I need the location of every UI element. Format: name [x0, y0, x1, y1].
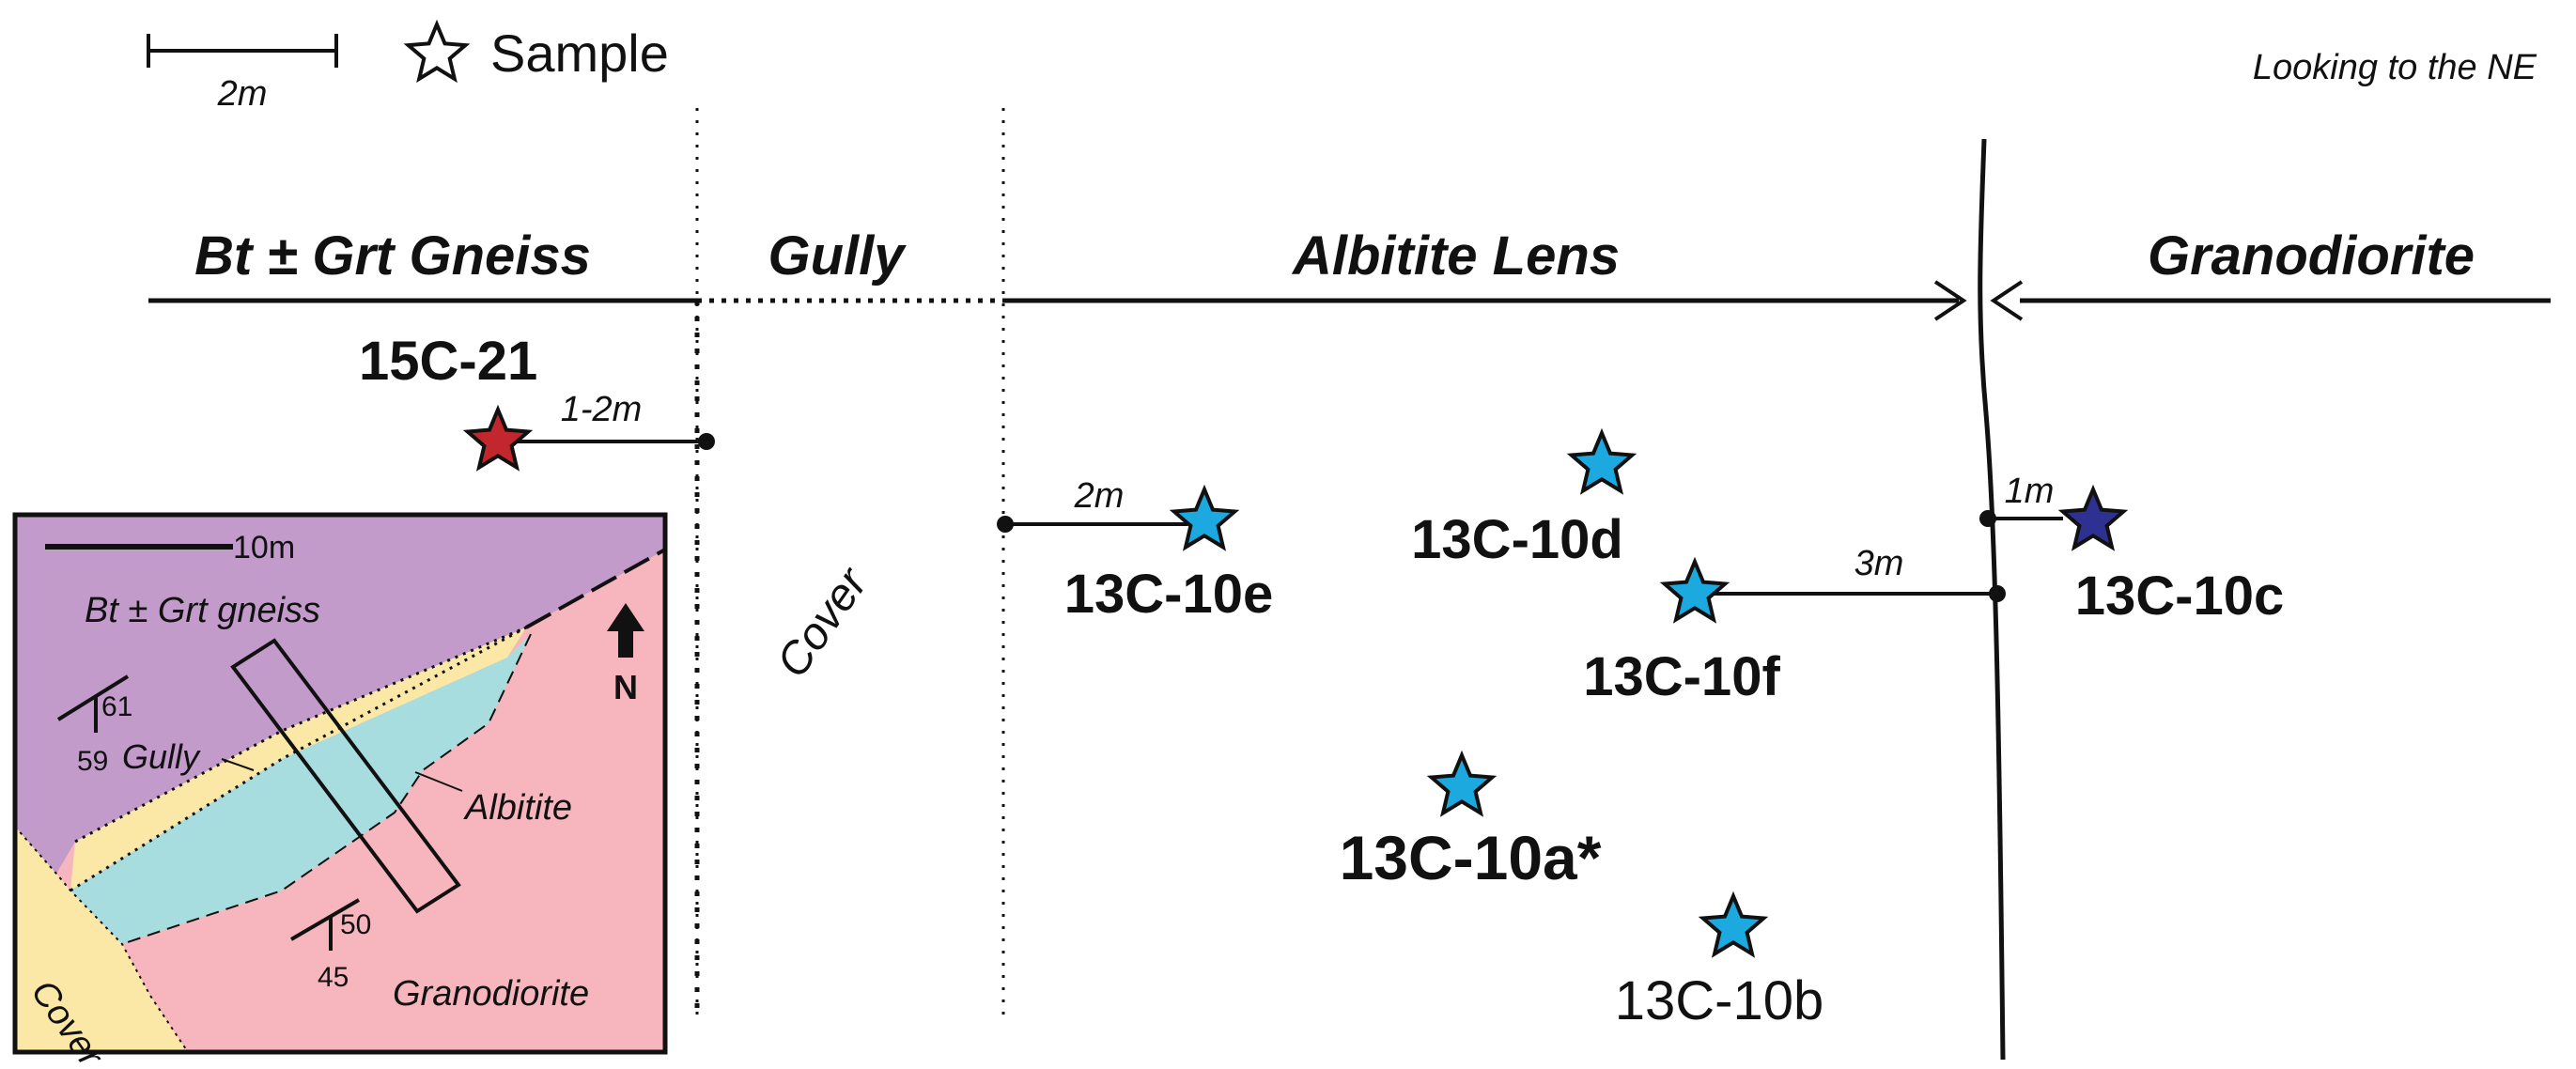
view-direction-note: Looking to the NE	[2253, 48, 2537, 87]
inset-granodiorite-contact	[525, 548, 665, 629]
inset-albitite-contact	[121, 633, 532, 945]
north-arrow-icon	[607, 603, 644, 658]
sample-13c10f-star-icon	[1659, 556, 1730, 624]
distance-lines	[515, 440, 2063, 596]
unit-granodiorite-heading: Granodiorite	[2148, 225, 2475, 287]
sample-15c21-star-icon	[462, 404, 534, 472]
inset-gneiss-area	[15, 515, 665, 874]
inset-gully-strip	[70, 627, 526, 891]
sample-13c10b-label: 13C-10b	[1615, 970, 1823, 1031]
inset-albitite-leader	[414, 771, 463, 792]
inset-cover-contact	[15, 826, 189, 1052]
sample-13c10f-label: 13C-10f	[1583, 646, 1780, 707]
strike-dip-2-strike: 50	[340, 909, 371, 940]
inset-granodiorite-label: Granodiorite	[393, 974, 589, 1014]
distance-label-10c: 1m	[2005, 472, 2055, 511]
inset-gneiss-label: Bt ± Grt gneiss	[85, 591, 320, 630]
distance-label-10e: 2m	[1074, 476, 1125, 516]
sample-13c10d-star-icon	[1566, 427, 1637, 495]
sample-13c10b-star-icon	[1698, 891, 1769, 958]
inset-gully-leader	[221, 758, 255, 771]
inset-albitite-label: Albitite	[463, 788, 572, 828]
sample-13c10a-star-icon	[1426, 750, 1497, 817]
north-label: N	[613, 668, 638, 706]
inset-cover-area	[15, 827, 188, 1052]
sample-13c10c-star-icon	[2057, 484, 2129, 551]
strike-dip-1-dip: 59	[77, 746, 108, 777]
strike-dip-1-icon	[56, 674, 130, 733]
inset-gully-contact	[70, 626, 527, 892]
sample-13c10a-label: 13C-10a*	[1340, 823, 1602, 892]
strike-dip-2-dip: 45	[318, 962, 349, 993]
unit-gully-heading: Gully	[768, 225, 907, 287]
inset-scale-label: 10m	[233, 530, 295, 565]
inset-border	[12, 512, 668, 1055]
distance-label-15c21: 1-2m	[561, 390, 643, 429]
strike-dip-2-icon	[289, 898, 361, 951]
sample-13c10e-label: 13C-10e	[1064, 564, 1273, 625]
scale-bar	[147, 34, 338, 68]
cover-label: Cover	[768, 558, 878, 687]
legend-sample-label: Sample	[490, 23, 669, 83]
granodiorite-contact	[1978, 138, 2006, 1061]
contact-arrows-icon	[1933, 280, 2024, 321]
distance-endpoints	[698, 433, 2006, 602]
unit-albitite-heading: Albitite Lens	[1291, 225, 1620, 287]
inset-albitite-area	[70, 634, 531, 944]
sample-15c21-label: 15C-21	[359, 331, 537, 392]
unit-gneiss-heading: Bt ± Grt Gneiss	[194, 225, 591, 287]
inset-map: 10m N Bt ± Grt gneiss Gully Albitite Gra…	[12, 512, 668, 1069]
inset-transect-box	[230, 638, 461, 914]
distance-label-10f: 3m	[1854, 544, 1904, 583]
sample-13c10d-label: 13C-10d	[1411, 509, 1623, 570]
inset-gully-contact-2	[74, 626, 527, 844]
sample-13c10c-label: 13C-10c	[2075, 565, 2284, 627]
inset-gully-label: Gully	[122, 737, 201, 776]
legend-star-icon	[403, 19, 471, 84]
scale-bar-label: 2m	[217, 74, 268, 114]
sample-13c10e-star-icon	[1169, 484, 1240, 551]
strike-dip-1-strike: 61	[101, 691, 132, 722]
